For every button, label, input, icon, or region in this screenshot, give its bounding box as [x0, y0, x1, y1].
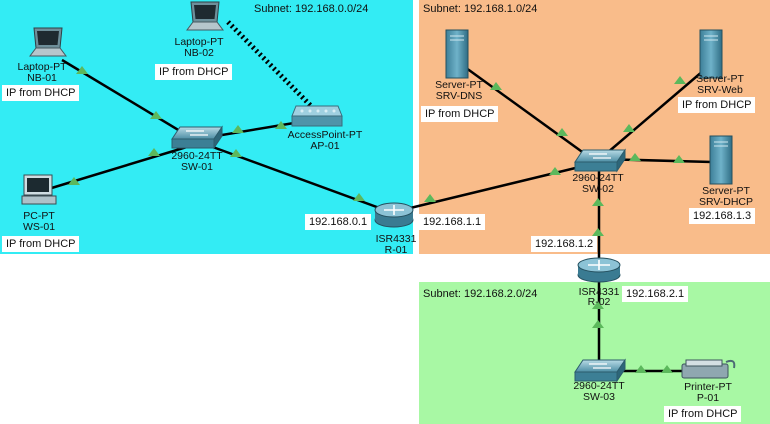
- port-indicator: [353, 193, 365, 201]
- device-name-label: NB-02: [184, 47, 214, 59]
- server-icon[interactable]: [445, 29, 469, 79]
- ip-note: IP from DHCP: [2, 236, 80, 252]
- pc-icon[interactable]: [21, 174, 57, 205]
- device-name-label: WS-01: [23, 221, 55, 233]
- access-point-icon[interactable]: [291, 105, 343, 127]
- link-srvdns-sw02[interactable]: [461, 63, 593, 161]
- subnet-label: Subnet: 192.168.2.0/24: [423, 288, 538, 300]
- port-indicator: [148, 148, 160, 156]
- port-indicator: [674, 76, 686, 84]
- printer-icon[interactable]: [681, 359, 736, 379]
- port-indicator: [673, 155, 685, 163]
- device-type-label: ISR4331: [579, 286, 620, 298]
- interface-ip-label: 192.168.0.1: [305, 214, 372, 230]
- device-type-label: Server-PT: [435, 79, 483, 91]
- device-type-label: 2960-24TT: [573, 380, 625, 392]
- port-indicator: [275, 121, 287, 129]
- port-indicator: [661, 365, 673, 373]
- port-indicator: [76, 66, 88, 74]
- link-r01-sw02[interactable]: [401, 162, 593, 212]
- device-type-label: ISR4331: [376, 233, 417, 245]
- port-indicator: [592, 198, 604, 206]
- port-indicator: [232, 125, 244, 133]
- port-indicator: [549, 167, 561, 175]
- port-indicators: [68, 66, 686, 373]
- laptop-icon[interactable]: [29, 27, 67, 57]
- interface-ip-label: 192.168.1.2: [531, 236, 598, 252]
- device-type-label: Laptop-PT: [174, 36, 224, 48]
- ip-note: IP from DHCP: [678, 97, 756, 113]
- device-type-label: PC-PT: [23, 210, 55, 222]
- ip-note: IP from DHCP: [155, 64, 233, 80]
- subnet-area-192-168-2: [419, 282, 770, 424]
- interface-ip-label: 192.168.1.1: [419, 214, 486, 230]
- device-name-label: SRV-Web: [697, 84, 743, 96]
- port-indicator: [150, 111, 162, 119]
- device-name-label: SW-03: [583, 391, 615, 403]
- port-indicator: [592, 301, 604, 309]
- device-type-label: 2960-24TT: [171, 150, 223, 162]
- device-name-label: SW-01: [181, 161, 213, 173]
- server-icon[interactable]: [709, 135, 733, 185]
- port-indicator: [68, 177, 80, 185]
- device-name-label: P-01: [697, 392, 719, 404]
- port-indicator: [556, 128, 568, 136]
- device-type-label: Laptop-PT: [17, 61, 67, 73]
- device-name-label: SW-02: [582, 183, 614, 195]
- device-type-label: Printer-PT: [684, 381, 732, 393]
- router-icon[interactable]: [374, 202, 414, 228]
- server-icon[interactable]: [699, 29, 723, 79]
- device-name-label: R-01: [385, 244, 408, 256]
- ip-note: IP from DHCP: [664, 406, 742, 422]
- device-name-label: NB-01: [27, 72, 57, 84]
- device-name-label: SRV-DNS: [436, 90, 483, 102]
- port-indicator: [592, 228, 604, 236]
- device-name-label: SRV-DHCP: [699, 196, 753, 208]
- port-indicator: [490, 82, 502, 90]
- laptop-icon[interactable]: [186, 1, 224, 31]
- device-type-label: AccessPoint-PT: [288, 129, 363, 141]
- router-icon[interactable]: [577, 257, 621, 283]
- subnet-label: Subnet: 192.168.1.0/24: [423, 3, 538, 15]
- ip-note: IP from DHCP: [2, 85, 80, 101]
- switch-icon[interactable]: [574, 148, 626, 173]
- port-indicator: [230, 149, 242, 157]
- ip-note: IP from DHCP: [421, 106, 499, 122]
- port-indicator: [592, 320, 604, 328]
- port-indicator: [629, 153, 641, 161]
- device-name-label: R-02: [588, 296, 611, 308]
- link-srvweb-sw02[interactable]: [599, 64, 711, 160]
- wireless-link-nb02-ap01[interactable]: [226, 20, 317, 112]
- device-name-label: AP-01: [310, 140, 339, 152]
- device-type-label: Server-PT: [702, 185, 750, 197]
- switch-icon[interactable]: [574, 358, 626, 383]
- ip-note: 192.168.1.3: [689, 208, 756, 224]
- port-indicator: [623, 124, 635, 132]
- link-ws01-sw01[interactable]: [44, 144, 191, 192]
- link-ap01-sw01[interactable]: [209, 120, 301, 139]
- device-type-label: Server-PT: [696, 73, 744, 85]
- interface-ip-label: 192.168.2.1: [622, 286, 689, 302]
- switch-icon[interactable]: [171, 125, 223, 150]
- device-type-label: 2960-24TT: [572, 172, 624, 184]
- port-indicator: [424, 194, 436, 202]
- subnet-label: Subnet: 192.168.0.0/24: [254, 3, 369, 15]
- port-indicator: [635, 365, 647, 373]
